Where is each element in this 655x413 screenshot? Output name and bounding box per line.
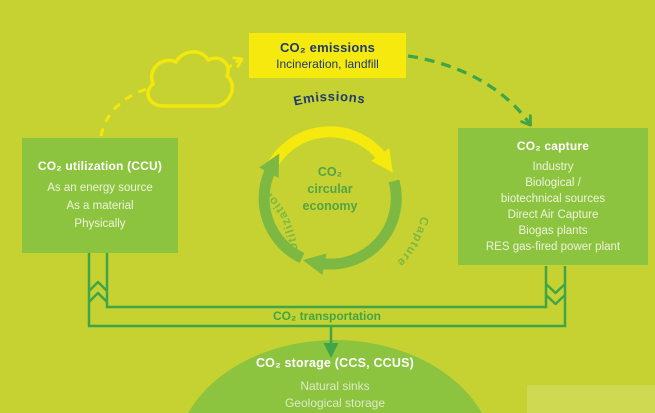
pipeline-chevrons-down — [545, 283, 566, 306]
pipeline-chevrons-up — [88, 280, 108, 303]
capture-box-item: Direct Air Capture — [507, 208, 599, 221]
capture-box-item: Biological / — [525, 176, 581, 189]
storage-item: Geological storage — [284, 396, 386, 410]
emissions-box-subtitle: Incineration, landfill — [276, 57, 379, 71]
ccu-box-item: As an energy source — [47, 181, 153, 194]
svg-text:circular: circular — [307, 182, 352, 196]
capture-box-item: Industry — [532, 160, 574, 173]
cycle-arc-emissions — [265, 126, 393, 173]
transportation-label: CO₂ transportation — [273, 309, 381, 323]
cloud-to-emissions-arrow — [226, 60, 240, 71]
capture-box-item: Biogas plants — [518, 224, 588, 237]
capture-box-title: CO₂ capture — [516, 138, 590, 153]
cycle-label-utilization: Utilization — [259, 187, 300, 253]
emissions-to-capture-arrow — [407, 54, 529, 123]
svg-text:economy: economy — [303, 199, 358, 213]
cloud-icon — [146, 50, 234, 108]
emissions-box-title: CO₂ emissions — [279, 40, 376, 55]
ccu-box-title: CO₂ utilization (CCU) — [37, 158, 163, 173]
ccu-box-item: Physically — [74, 217, 126, 230]
cycle-arc-capture — [302, 179, 402, 276]
storage-title: CO₂ storage (CCS, CCUS) — [255, 356, 415, 370]
utilization-to-atmosphere-dashed-line — [99, 86, 151, 137]
cycle-center-text: CO₂ circular economy — [303, 165, 358, 213]
storage-text: CO₂ storage (CCS, CCUS) Natural sinks Ge… — [175, 356, 495, 412]
cycle-label-capture: Capture — [394, 215, 432, 270]
capture-box-item: biotechnical sources — [500, 192, 606, 205]
corner-highlight-patch — [527, 385, 655, 413]
emissions-box: CO₂ emissions Incineration, landfill — [249, 33, 406, 78]
ccu-box: CO₂ utilization (CCU) As an energy sourc… — [22, 138, 178, 253]
capture-box-item: RES gas-fired power plant — [485, 240, 621, 253]
capture-box: CO₂ capture Industry Biological / biotec… — [458, 128, 648, 265]
ccu-box-item: As a material — [66, 199, 134, 212]
storage-item: Natural sinks — [300, 379, 370, 393]
cycle-arc-utilization — [258, 153, 305, 263]
cycle-label-emissions: Emissions — [292, 89, 367, 109]
svg-text:CO₂: CO₂ — [318, 165, 342, 179]
